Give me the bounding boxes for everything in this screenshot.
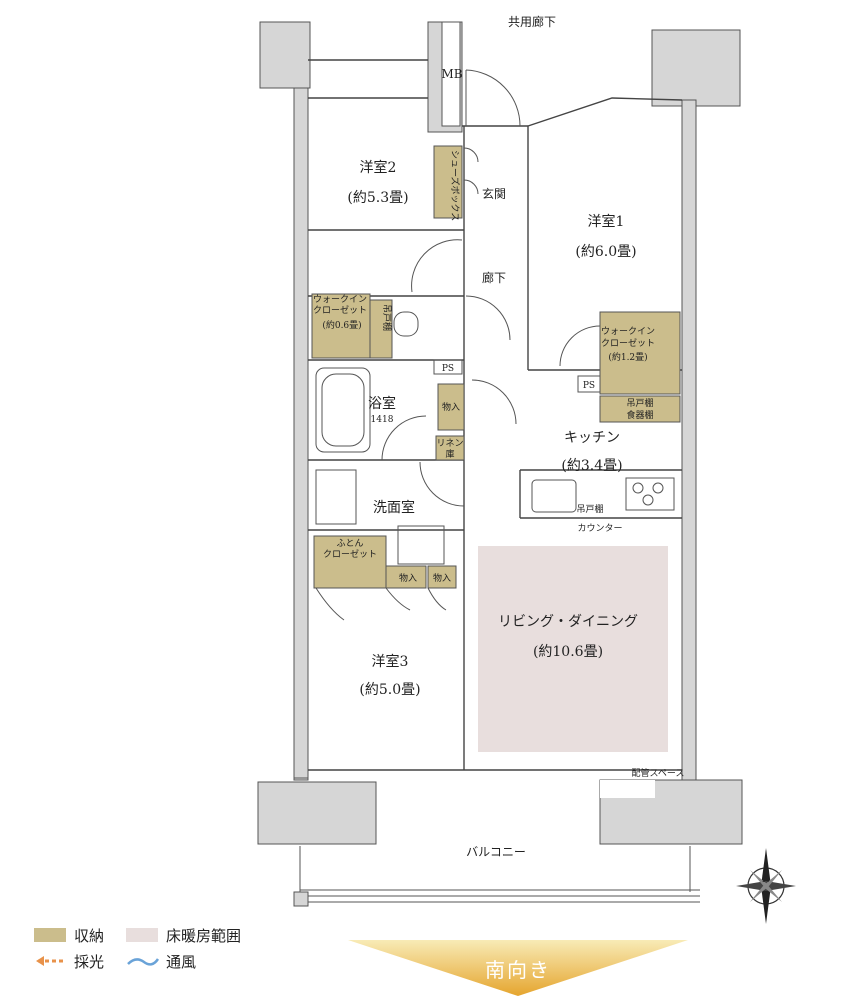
legend: 収納 床暖房範囲 採光 通風: [34, 922, 241, 974]
ps-box-1: [433, 359, 463, 375]
room1-name: 洋室1: [588, 213, 625, 230]
shelf-small: [369, 299, 393, 359]
room3-name: 洋室3: [372, 653, 409, 670]
label-mb: MB: [441, 67, 462, 81]
toilet: [393, 311, 419, 337]
kitchen-hanging-shelf: 吊戸棚: [576, 503, 603, 515]
front-door: [465, 69, 521, 127]
legend-daylight-label: 採光: [74, 952, 105, 971]
column-top-left-block: [259, 21, 311, 89]
legend-floor-heating-swatch: [126, 928, 159, 942]
walkin-closet-large: [599, 311, 681, 395]
compass-n-label: N: [762, 875, 770, 885]
bath-door: [381, 415, 427, 461]
kitchen-size: (約3.4畳): [561, 458, 622, 474]
bottom-right-notch: [600, 780, 655, 798]
ps-label-1: PS: [442, 364, 454, 374]
mb-shaft: [441, 21, 461, 127]
balcony-area: [293, 846, 700, 907]
south-orientation: 南向き: [348, 936, 688, 996]
linen-line2: 庫: [445, 448, 454, 460]
futon-closet: [313, 535, 387, 589]
walkin-closet-small: [311, 293, 371, 359]
storage-a: [385, 565, 427, 589]
bath-storage: [437, 383, 465, 431]
bath-size: 1418: [371, 415, 394, 425]
counter-label: カウンター: [577, 523, 622, 534]
kitchen-cabinet: [599, 395, 681, 423]
stove: [625, 477, 675, 511]
hall-door: [465, 295, 511, 341]
living-size: (約10.6畳): [533, 644, 603, 660]
fixtures: [315, 311, 675, 621]
room2-door: [411, 239, 463, 293]
bath-name: 浴室: [368, 395, 396, 412]
bathtub: [315, 367, 371, 453]
legend-storage-label: 収納: [74, 926, 105, 945]
pipe-space-label: 配管スペース: [632, 767, 685, 779]
compass-icon: [736, 848, 796, 924]
wall-right: [681, 99, 697, 781]
walls: [257, 21, 743, 845]
room1-door: [559, 325, 601, 367]
kitchen-door: [471, 379, 517, 425]
ps-label-2: PS: [583, 381, 595, 391]
wall-left: [293, 87, 309, 779]
column-bottom-left: [257, 781, 377, 845]
shoe-door: [463, 147, 479, 163]
bath-storage-label: 物入: [442, 401, 460, 413]
ventilation-wave-icon: [127, 958, 160, 966]
wash-door: [419, 461, 465, 507]
doors: [381, 69, 601, 507]
linen-storage: [435, 435, 465, 461]
room-labels: 共用廊下 MB 玄関 廊下 洋室2 (約5.3畳) 洋室1 (約6.0畳) ウォ…: [313, 14, 684, 859]
futon-line1: ふとん: [336, 538, 363, 549]
floor-heating-area: [478, 546, 668, 752]
kitchen-sink: [531, 479, 577, 513]
daylight-arrow-icon: [36, 956, 64, 966]
wic-small-line2: クローゼット: [313, 304, 367, 316]
wic-large-line2: クローゼット: [601, 337, 655, 349]
wic-large-line1: ウォークイン: [601, 326, 655, 337]
balcony-label: バルコニー: [466, 845, 526, 859]
linen-line1: リネン: [436, 438, 463, 449]
room2-name: 洋室2: [360, 159, 397, 176]
kitchen-shelf-line2: 食器棚: [626, 409, 653, 421]
label-hallway: 廊下: [482, 270, 506, 285]
shoe-box-label: シューズボックス: [449, 150, 461, 221]
legend-floor-heating-label: 床暖房範囲: [166, 926, 242, 945]
south-orientation-label: 南向き: [485, 958, 551, 982]
living-name: リビング・ダイニング: [498, 614, 638, 630]
futon-line2: クローゼット: [323, 548, 377, 560]
washer-area: [315, 469, 357, 525]
legend-storage-swatch: [34, 928, 66, 942]
small-shelf-label: 吊戸棚: [381, 304, 393, 331]
wic-small-line1: ウォークイン: [313, 294, 367, 305]
shoe-box: [433, 145, 463, 219]
kitchen-name: キッチン: [564, 430, 620, 446]
ps-box-2: [577, 375, 601, 393]
storage-b: [427, 565, 457, 589]
washroom-name: 洗面室: [373, 499, 415, 516]
wic-small-size: (約0.6畳): [322, 319, 361, 331]
storage-a-label: 物入: [399, 572, 417, 584]
room2-size: (約5.3畳): [347, 190, 408, 206]
kitchen-shelf-line1: 吊戸棚: [626, 397, 653, 409]
label-corridor-shared: 共用廊下: [508, 14, 556, 29]
column-top-right-block: [651, 29, 741, 107]
legend-ventilation-label: 通風: [166, 952, 197, 971]
room3-size: (約5.0畳): [359, 682, 420, 698]
wash-basin: [397, 525, 445, 565]
storage-areas: [311, 145, 681, 589]
storage-b-label: 物入: [433, 572, 451, 584]
wic-large-size: (約1.2畳): [608, 351, 647, 363]
label-entrance: 玄関: [482, 186, 506, 201]
south-arrow-icon: [348, 940, 688, 996]
room1-size: (約6.0畳): [575, 244, 636, 260]
